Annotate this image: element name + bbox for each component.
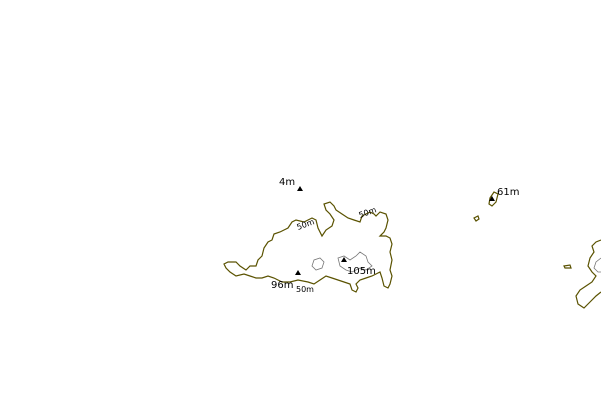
east-island-contour <box>593 257 601 273</box>
peak-marker-96m <box>295 270 301 275</box>
peak-marker-61m <box>489 196 495 201</box>
peak-marker-4m <box>297 186 303 191</box>
peak-label-61m: 61m <box>497 187 519 198</box>
islet-61m-coastline <box>488 191 499 207</box>
contour-blob-west <box>311 257 325 271</box>
peak-label-4m: 4m <box>279 177 295 188</box>
contour-label-50m: 50m <box>296 285 314 294</box>
peak-label-105m: 105m <box>347 266 376 277</box>
peak-marker-105m <box>341 257 347 262</box>
main-island-coastline <box>223 201 393 293</box>
peak-label-96m: 96m <box>271 280 293 291</box>
islet-east-small <box>563 264 572 269</box>
islet-small-coastline <box>473 215 480 222</box>
east-island-coastline <box>575 239 601 309</box>
contour-blob-central <box>337 251 373 273</box>
